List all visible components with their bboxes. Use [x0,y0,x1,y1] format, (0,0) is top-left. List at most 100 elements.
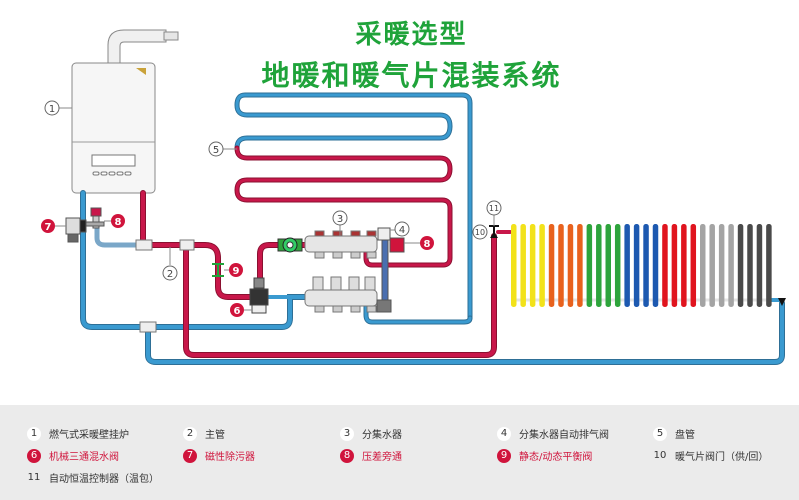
svg-text:6: 6 [234,306,241,317]
svg-text:1: 1 [49,104,55,115]
radiator-column [539,224,545,307]
radiator-column [737,224,744,307]
legend-label: 机械三通混水阀 [49,452,119,463]
radiator-column [520,224,526,307]
legend-number: 5 [653,426,667,441]
legend-number: 8 [340,448,354,463]
svg-text:8: 8 [115,217,122,228]
legend-item: 6 机械三通混水阀 [27,448,119,463]
radiator-column [709,224,715,307]
radiator-column [662,224,668,307]
legend-number: 9 [497,448,511,463]
radiator-column [548,224,555,307]
boiler-logo-icon [136,68,146,75]
callout-7: 7 [41,219,66,233]
legend-label: 燃气式采暖壁挂炉 [49,430,129,441]
callout-8-manifold: 8 [404,236,434,250]
radiator-column [605,224,611,307]
callout-8-boiler: 8 [104,214,125,228]
manifold-air-vent-bypass [376,227,405,313]
legend-number: 2 [183,426,197,441]
legend-number: 1 [27,426,41,441]
legend-label: 分集水器 [362,430,402,441]
legend-item: 11 自动恒温控制器（温包） [27,470,159,486]
legend-number: 4 [497,426,511,441]
svg-text:9: 9 [233,266,240,277]
supply-manifold [304,230,378,259]
callout-4: 4 [390,221,410,237]
legend-label: 盘管 [675,430,695,441]
legend-item: 4 分集水器自动排气阀 [497,426,609,441]
svg-text:7: 7 [45,222,52,233]
legend-number: 6 [27,448,41,463]
radiator-column [700,224,706,307]
floor-heating-coil [234,92,473,325]
legend-label: 静态/动态平衡阀 [519,452,593,463]
callout-10: 10 [472,224,488,240]
legend-number: 11 [27,471,41,483]
main-pipes [80,190,785,365]
boiler-display [91,154,136,167]
radiator [511,224,772,307]
svg-text:8: 8 [424,239,431,250]
title-line-2: 地暖和暖气片混装系统 [261,59,562,92]
title-line-1: 采暖选型 [355,20,468,50]
radiator-column [747,224,753,307]
callout-11: 11 [486,200,502,226]
callout-1: 1 [44,100,72,116]
legend-item: 5 盘管 [653,426,695,441]
differential-bypass-valve [85,207,105,229]
circulation-pump [277,237,303,253]
legend-item: 2 主管 [183,426,225,441]
legend-label: 压差旁通 [362,452,402,463]
legend-number: 10 [653,449,667,461]
legend-label: 分集水器自动排气阀 [519,430,609,441]
radiator-column [586,224,593,307]
pipe-tees [135,239,195,333]
radiator-column [756,224,763,307]
radiator-column [558,224,564,307]
radiator-column [529,224,536,307]
boiler-flue [107,29,179,64]
radiator-column [671,224,678,307]
legend-item: 9 静态/动态平衡阀 [497,448,592,463]
return-manifold [304,276,378,313]
legend-label: 主管 [205,430,225,441]
legend-item: 1 燃气式采暖壁挂炉 [27,426,129,441]
heating-system-diagram: 1 2 3 4 5 6 7 8 8 9 10 11 [41,29,786,365]
callout-9: 9 [224,263,243,277]
balance-valve [212,263,224,277]
radiator-column [624,224,630,307]
three-way-mixing-valve [249,277,269,314]
svg-text:10: 10 [475,228,485,237]
radiator-column [511,224,517,307]
radiator-column [652,224,659,307]
radiator-column [728,224,734,307]
callout-2: 2 [162,247,178,281]
svg-text:11: 11 [489,204,499,213]
radiator-column [643,224,649,307]
radiator-column [567,224,574,307]
radiator-column [718,224,725,307]
radiator-column [766,224,772,307]
callout-5: 5 [208,141,237,157]
legend-item: 8 压差旁通 [340,448,402,463]
svg-text:4: 4 [399,225,405,236]
callout-6: 6 [230,303,252,317]
svg-text:3: 3 [337,214,343,225]
legend-item: 3 分集水器 [340,426,402,441]
radiator-return-valve [778,298,786,306]
legend-label: 自动恒温控制器（温包） [49,474,159,485]
svg-text:2: 2 [167,269,173,280]
radiator-column [577,224,583,307]
radiator-column [690,224,697,307]
radiator-column [596,224,602,307]
radiator-column [614,224,621,307]
boiler-buttons [92,171,132,176]
legend-label: 磁性除污器 [205,452,255,463]
wall-hung-boiler [71,62,156,194]
legend-number: 3 [340,426,354,441]
